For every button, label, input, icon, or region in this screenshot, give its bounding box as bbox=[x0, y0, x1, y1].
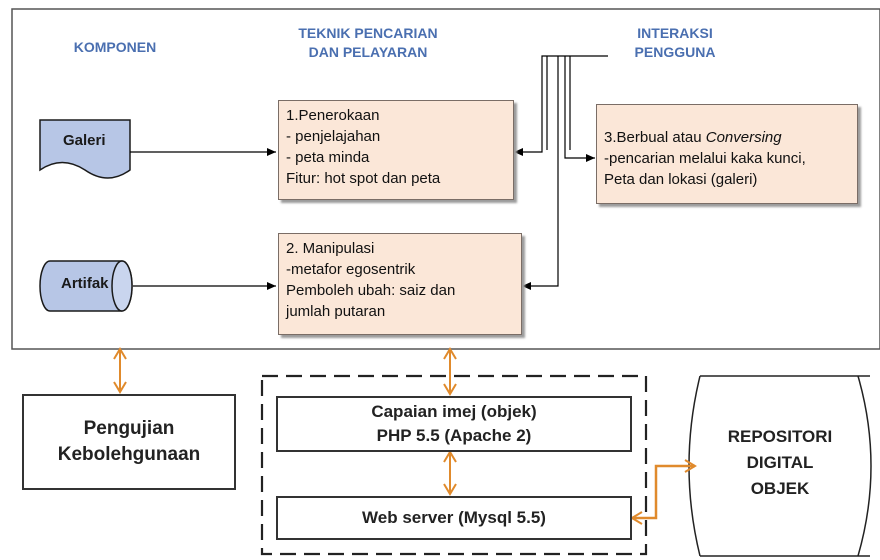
webserver-box: Web server (Mysql 5.5) bbox=[276, 496, 632, 540]
repository-line1: REPOSITORI bbox=[727, 427, 833, 446]
berbual-box: 3.Berbual atau Conversing -pencarian mel… bbox=[596, 104, 858, 204]
header-komponen: KOMPONEN bbox=[73, 39, 157, 55]
penerokaan-line: 1.Penerokaan bbox=[286, 107, 380, 124]
header-teknik-line1: TEKNIK PENCARIAN bbox=[298, 25, 438, 41]
pengujian-line2: Kebolehgunaan bbox=[57, 444, 201, 465]
galeri-label: Galeri bbox=[63, 132, 106, 149]
artifak-shape bbox=[39, 260, 133, 312]
penerokaan-box: 1.Penerokaan - penjelajahan - peta minda… bbox=[278, 100, 514, 200]
header-teknik-line2: DAN PELAYARAN bbox=[308, 44, 428, 60]
artifak-label: Artifak bbox=[61, 275, 109, 292]
capaian-line1: Capaian imej (objek) bbox=[371, 402, 537, 421]
penerokaan-line: - penjelajahan bbox=[286, 128, 381, 145]
penerokaan-line: - peta minda bbox=[286, 149, 370, 166]
repository-line2: DIGITAL bbox=[746, 453, 814, 472]
manipulasi-line: -metafor egosentrik bbox=[286, 261, 416, 278]
repository-line3: OBJEK bbox=[750, 479, 810, 498]
pengujian-line1: Pengujian bbox=[83, 418, 175, 439]
berbual-line: -pencarian melalui kaka kunci, bbox=[604, 150, 806, 167]
galeri-shape bbox=[39, 119, 131, 179]
manipulasi-line: 2. Manipulasi bbox=[286, 240, 375, 257]
penerokaan-line: Fitur: hot spot dan peta bbox=[286, 170, 441, 187]
header-interaksi-line1: INTERAKSI bbox=[637, 25, 713, 41]
manipulasi-line: Pemboleh ubah: saiz dan bbox=[286, 282, 456, 299]
header-interaksi-line2: PENGGUNA bbox=[634, 44, 716, 60]
capaian-box: Capaian imej (objek) PHP 5.5 (Apache 2) bbox=[276, 396, 632, 452]
berbual-title: 3.Berbual atau Conversing bbox=[604, 127, 850, 148]
manipulasi-line: jumlah putaran bbox=[286, 303, 386, 320]
berbual-title-italic: Conversing bbox=[705, 129, 782, 146]
manipulasi-box: 2. Manipulasi -metafor egosentrik Pembol… bbox=[278, 233, 522, 335]
interaction-connectors bbox=[514, 55, 608, 290]
capaian-line2: PHP 5.5 (Apache 2) bbox=[376, 426, 532, 445]
berbual-title-prefix: 3.Berbual atau bbox=[604, 129, 706, 146]
webserver-label: Web server (Mysql 5.5) bbox=[362, 508, 546, 527]
arrow-webserver-repository bbox=[630, 459, 697, 525]
repository-shape bbox=[688, 375, 872, 557]
pengujian-box: Pengujian Kebolehgunaan bbox=[22, 394, 236, 490]
repository-label: REPOSITORI DIGITAL OBJEK bbox=[700, 424, 860, 502]
header-interaksi: INTERAKSI PENGGUNA bbox=[615, 24, 735, 62]
berbual-line: Peta dan lokasi (galeri) bbox=[604, 171, 758, 188]
header-teknik: TEKNIK PENCARIAN DAN PELAYARAN bbox=[268, 24, 468, 62]
